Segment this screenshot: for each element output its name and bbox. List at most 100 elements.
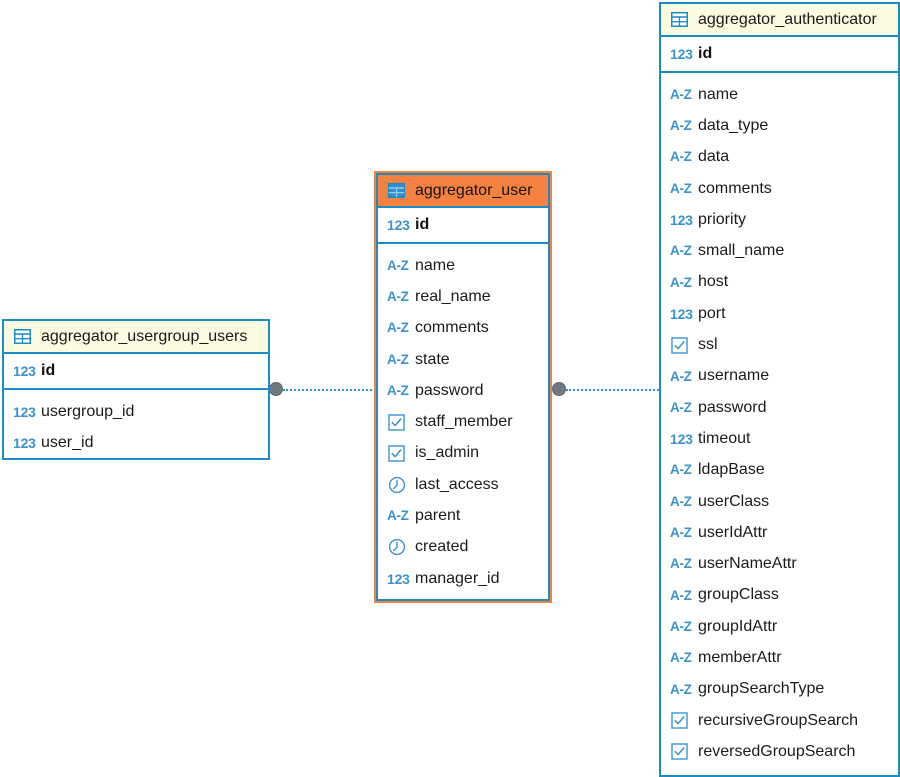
field-name: staff_member [415, 413, 513, 431]
table-icon [670, 10, 689, 29]
field-row[interactable]: recursiveGroupSearch [670, 705, 889, 736]
field-name: timeout [698, 429, 751, 447]
field-row[interactable]: A-Z data_type [670, 110, 889, 141]
field-row[interactable]: 123 manager_id [387, 563, 539, 594]
field-name: host [698, 273, 729, 291]
field-row[interactable]: A-Z ldapBase [670, 455, 889, 486]
field-row[interactable]: created [387, 532, 539, 563]
field-name: data_type [698, 116, 769, 134]
relationship-endpoint-dot[interactable] [552, 382, 566, 396]
relationship-line-rel-usergroup-users-to-user[interactable] [283, 389, 383, 391]
field-name: memberAttr [698, 648, 782, 666]
field-name: usergroup_id [41, 402, 135, 420]
123-icon: 123 [13, 363, 36, 379]
field-row[interactable]: A-Z name [387, 250, 539, 281]
field-name: password [698, 398, 767, 416]
123-icon: 123 [670, 211, 693, 228]
field-name: id [41, 362, 56, 379]
relationship-line-rel-user-to-authenticator[interactable] [566, 389, 666, 391]
entity-header[interactable]: aggregator_user [378, 175, 548, 208]
field-row[interactable]: is_admin [387, 438, 539, 469]
field-name: created [415, 538, 469, 556]
entity-name: aggregator_authenticator [698, 10, 877, 28]
az-icon: A-Z [670, 86, 692, 102]
field-row[interactable]: 123 timeout [670, 423, 889, 454]
field-row[interactable]: A-Z groupSearchType [670, 674, 889, 705]
entity-name: aggregator_user [415, 181, 533, 199]
field-row[interactable]: ssl [670, 329, 889, 360]
az-icon: A-Z [670, 556, 692, 572]
az-icon: A-Z [670, 368, 692, 384]
field-name: recursiveGroupSearch [698, 711, 859, 729]
field-name: ssl [698, 336, 718, 354]
field-name: userNameAttr [698, 555, 797, 573]
field-name: groupSearchType [698, 680, 825, 698]
entity-header[interactable]: aggregator_authenticator [661, 4, 898, 37]
az-icon: A-Z [670, 681, 692, 697]
field-row[interactable]: last_access [387, 469, 539, 500]
field-row[interactable]: staff_member [387, 406, 539, 437]
field-name: port [698, 304, 726, 322]
az-icon: A-Z [670, 149, 692, 165]
field-name: state [415, 350, 450, 368]
table-icon [13, 327, 32, 346]
field-row[interactable]: A-Z state [387, 344, 539, 375]
clock-icon [387, 475, 406, 494]
field-row[interactable]: A-Z userIdAttr [670, 517, 889, 548]
az-icon: A-Z [387, 320, 409, 336]
az-icon: A-Z [670, 274, 692, 290]
table-icon [387, 181, 406, 200]
checkbox-icon [387, 444, 406, 463]
az-icon: A-Z [670, 525, 692, 541]
primary-key-row[interactable]: 123 id [4, 354, 268, 390]
field-name: ldapBase [698, 461, 765, 479]
field-name: userIdAttr [698, 523, 768, 541]
field-name: userClass [698, 492, 770, 510]
field-name: small_name [698, 242, 785, 260]
az-icon: A-Z [387, 289, 409, 305]
field-name: id [698, 45, 713, 62]
123-icon: 123 [13, 434, 36, 451]
az-icon: A-Z [670, 618, 692, 634]
field-name: name [415, 256, 456, 274]
field-row[interactable]: reversedGroupSearch [670, 736, 889, 767]
entity-header[interactable]: aggregator_usergroup_users [4, 321, 268, 354]
checkbox-icon [670, 336, 689, 355]
field-name: groupClass [698, 586, 779, 604]
az-icon: A-Z [670, 462, 692, 478]
field-row[interactable]: A-Z userNameAttr [670, 548, 889, 579]
relationship-endpoint-dot[interactable] [269, 382, 283, 396]
az-icon: A-Z [670, 118, 692, 134]
field-name: manager_id [415, 569, 500, 587]
123-icon: 123 [387, 570, 410, 587]
field-row[interactable]: A-Z host [670, 267, 889, 298]
az-icon: A-Z [387, 351, 409, 367]
123-icon: 123 [387, 217, 410, 233]
az-icon: A-Z [387, 257, 409, 273]
123-icon: 123 [670, 430, 693, 447]
